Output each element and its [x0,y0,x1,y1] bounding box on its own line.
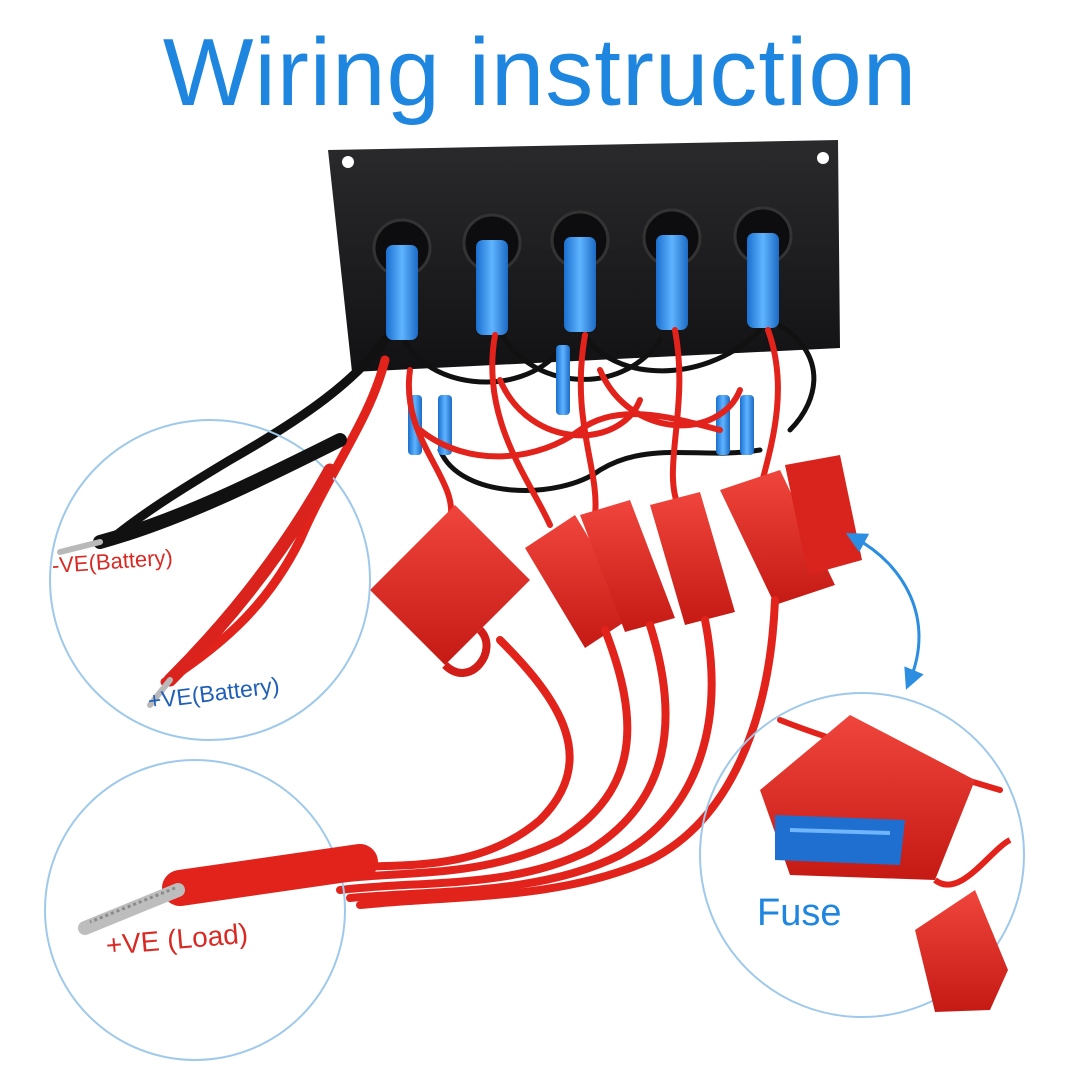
fuse-holder-3 [580,500,675,632]
page-title: Wiring instruction [162,19,918,126]
fuse-holder-1 [370,505,530,677]
fuse-pointer-arrow [845,533,924,690]
switch-1 [372,218,432,340]
fuse-holder-5 [720,455,862,605]
callout-circle-load [44,759,346,1061]
callout-circle-fuse [699,692,1025,1018]
load-positive-wire [78,844,378,935]
callout-circle-battery [49,419,371,741]
mount-hole-right [817,152,829,164]
fuse-closeup [760,715,1012,1012]
red-jumper-wires [160,327,781,687]
switch-2 [462,213,522,335]
switch-5 [733,206,793,328]
switch-4 [642,208,702,330]
load-wire-bundle [316,596,779,909]
fuse-holder-2 [525,515,635,648]
label-fuse: Fuse [757,892,842,934]
mount-hole-left [342,156,354,168]
battery-positive-wire [147,463,337,708]
black-wires [103,317,817,547]
battery-negative-wire [57,433,347,555]
fuse-holder-4 [650,492,735,625]
switch-3 [550,210,610,332]
